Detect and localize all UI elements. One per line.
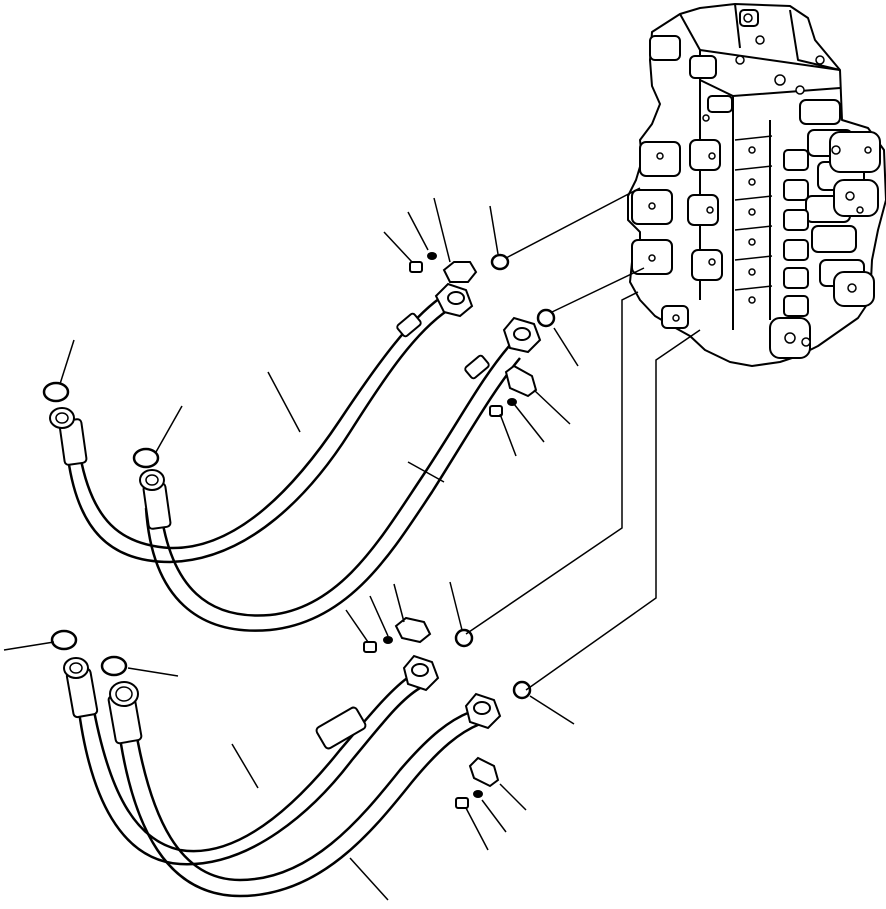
- hose-flange-lower-1: [402, 654, 440, 692]
- o-ring-upper-right-end: [132, 447, 160, 469]
- control-valve-assembly: [627, 3, 886, 367]
- bolt-upper-1: [409, 261, 423, 273]
- o-ring-lower-port-2: [512, 680, 532, 700]
- valve-bolt-heads: [648, 13, 872, 347]
- hose-flange-upper-2: [502, 316, 542, 354]
- o-ring-lower-port-1: [454, 628, 474, 648]
- hose-lower-left: [63, 657, 421, 866]
- split-flange-half-upper-2: [504, 364, 538, 398]
- o-ring-lower-left-end: [50, 629, 78, 651]
- hose-lower-right: [107, 681, 481, 898]
- o-ring-upper-left-end: [42, 381, 70, 403]
- hose-flange-upper-1: [434, 282, 474, 318]
- upper-hose-set: [42, 252, 556, 632]
- split-flange-half-upper-1: [442, 261, 478, 283]
- callout-leaders: [3, 197, 579, 901]
- lock-washer-lower-2: [473, 790, 483, 798]
- bolt-lower-2: [455, 797, 469, 809]
- bolt-lower-1: [363, 641, 377, 653]
- lock-washer-lower-1: [383, 636, 393, 644]
- lock-washer-upper-1: [427, 252, 437, 260]
- hose-upper-right: [139, 344, 521, 632]
- o-ring-upper-port-2: [536, 308, 556, 328]
- hose-flange-lower-2: [464, 692, 502, 730]
- valve-left-fittings: [631, 9, 811, 359]
- bolt-upper-2: [489, 405, 503, 417]
- o-ring-lower-right-end: [100, 655, 128, 677]
- split-flange-half-lower-1: [394, 616, 432, 644]
- split-flange-half-lower-2: [468, 756, 500, 788]
- lower-hose-set: [50, 616, 532, 898]
- hose-upper-left: [49, 296, 449, 564]
- port-leader-lines: [465, 187, 701, 691]
- o-ring-upper-port-1: [490, 253, 510, 271]
- valve-center-block: [699, 49, 841, 330]
